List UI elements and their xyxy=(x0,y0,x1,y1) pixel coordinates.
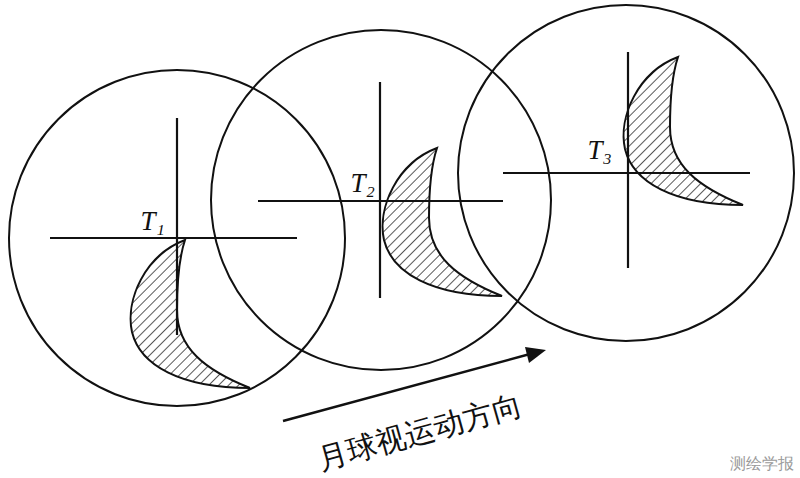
circle-outline xyxy=(8,69,346,407)
view-circle: T₃ xyxy=(457,4,795,342)
watermark: 测绘学报 xyxy=(730,456,794,472)
time-label: T₃ xyxy=(588,137,612,164)
time-label: T₂ xyxy=(351,170,375,197)
time-label: T₁ xyxy=(141,208,165,235)
direction-label: 月球视运动方向 xyxy=(315,389,525,474)
circle-outline xyxy=(457,4,795,342)
view-circle: T₂ xyxy=(210,29,552,371)
crosshair xyxy=(50,52,750,335)
view-circle: T₁ xyxy=(8,69,346,407)
circle-outline xyxy=(210,29,552,371)
